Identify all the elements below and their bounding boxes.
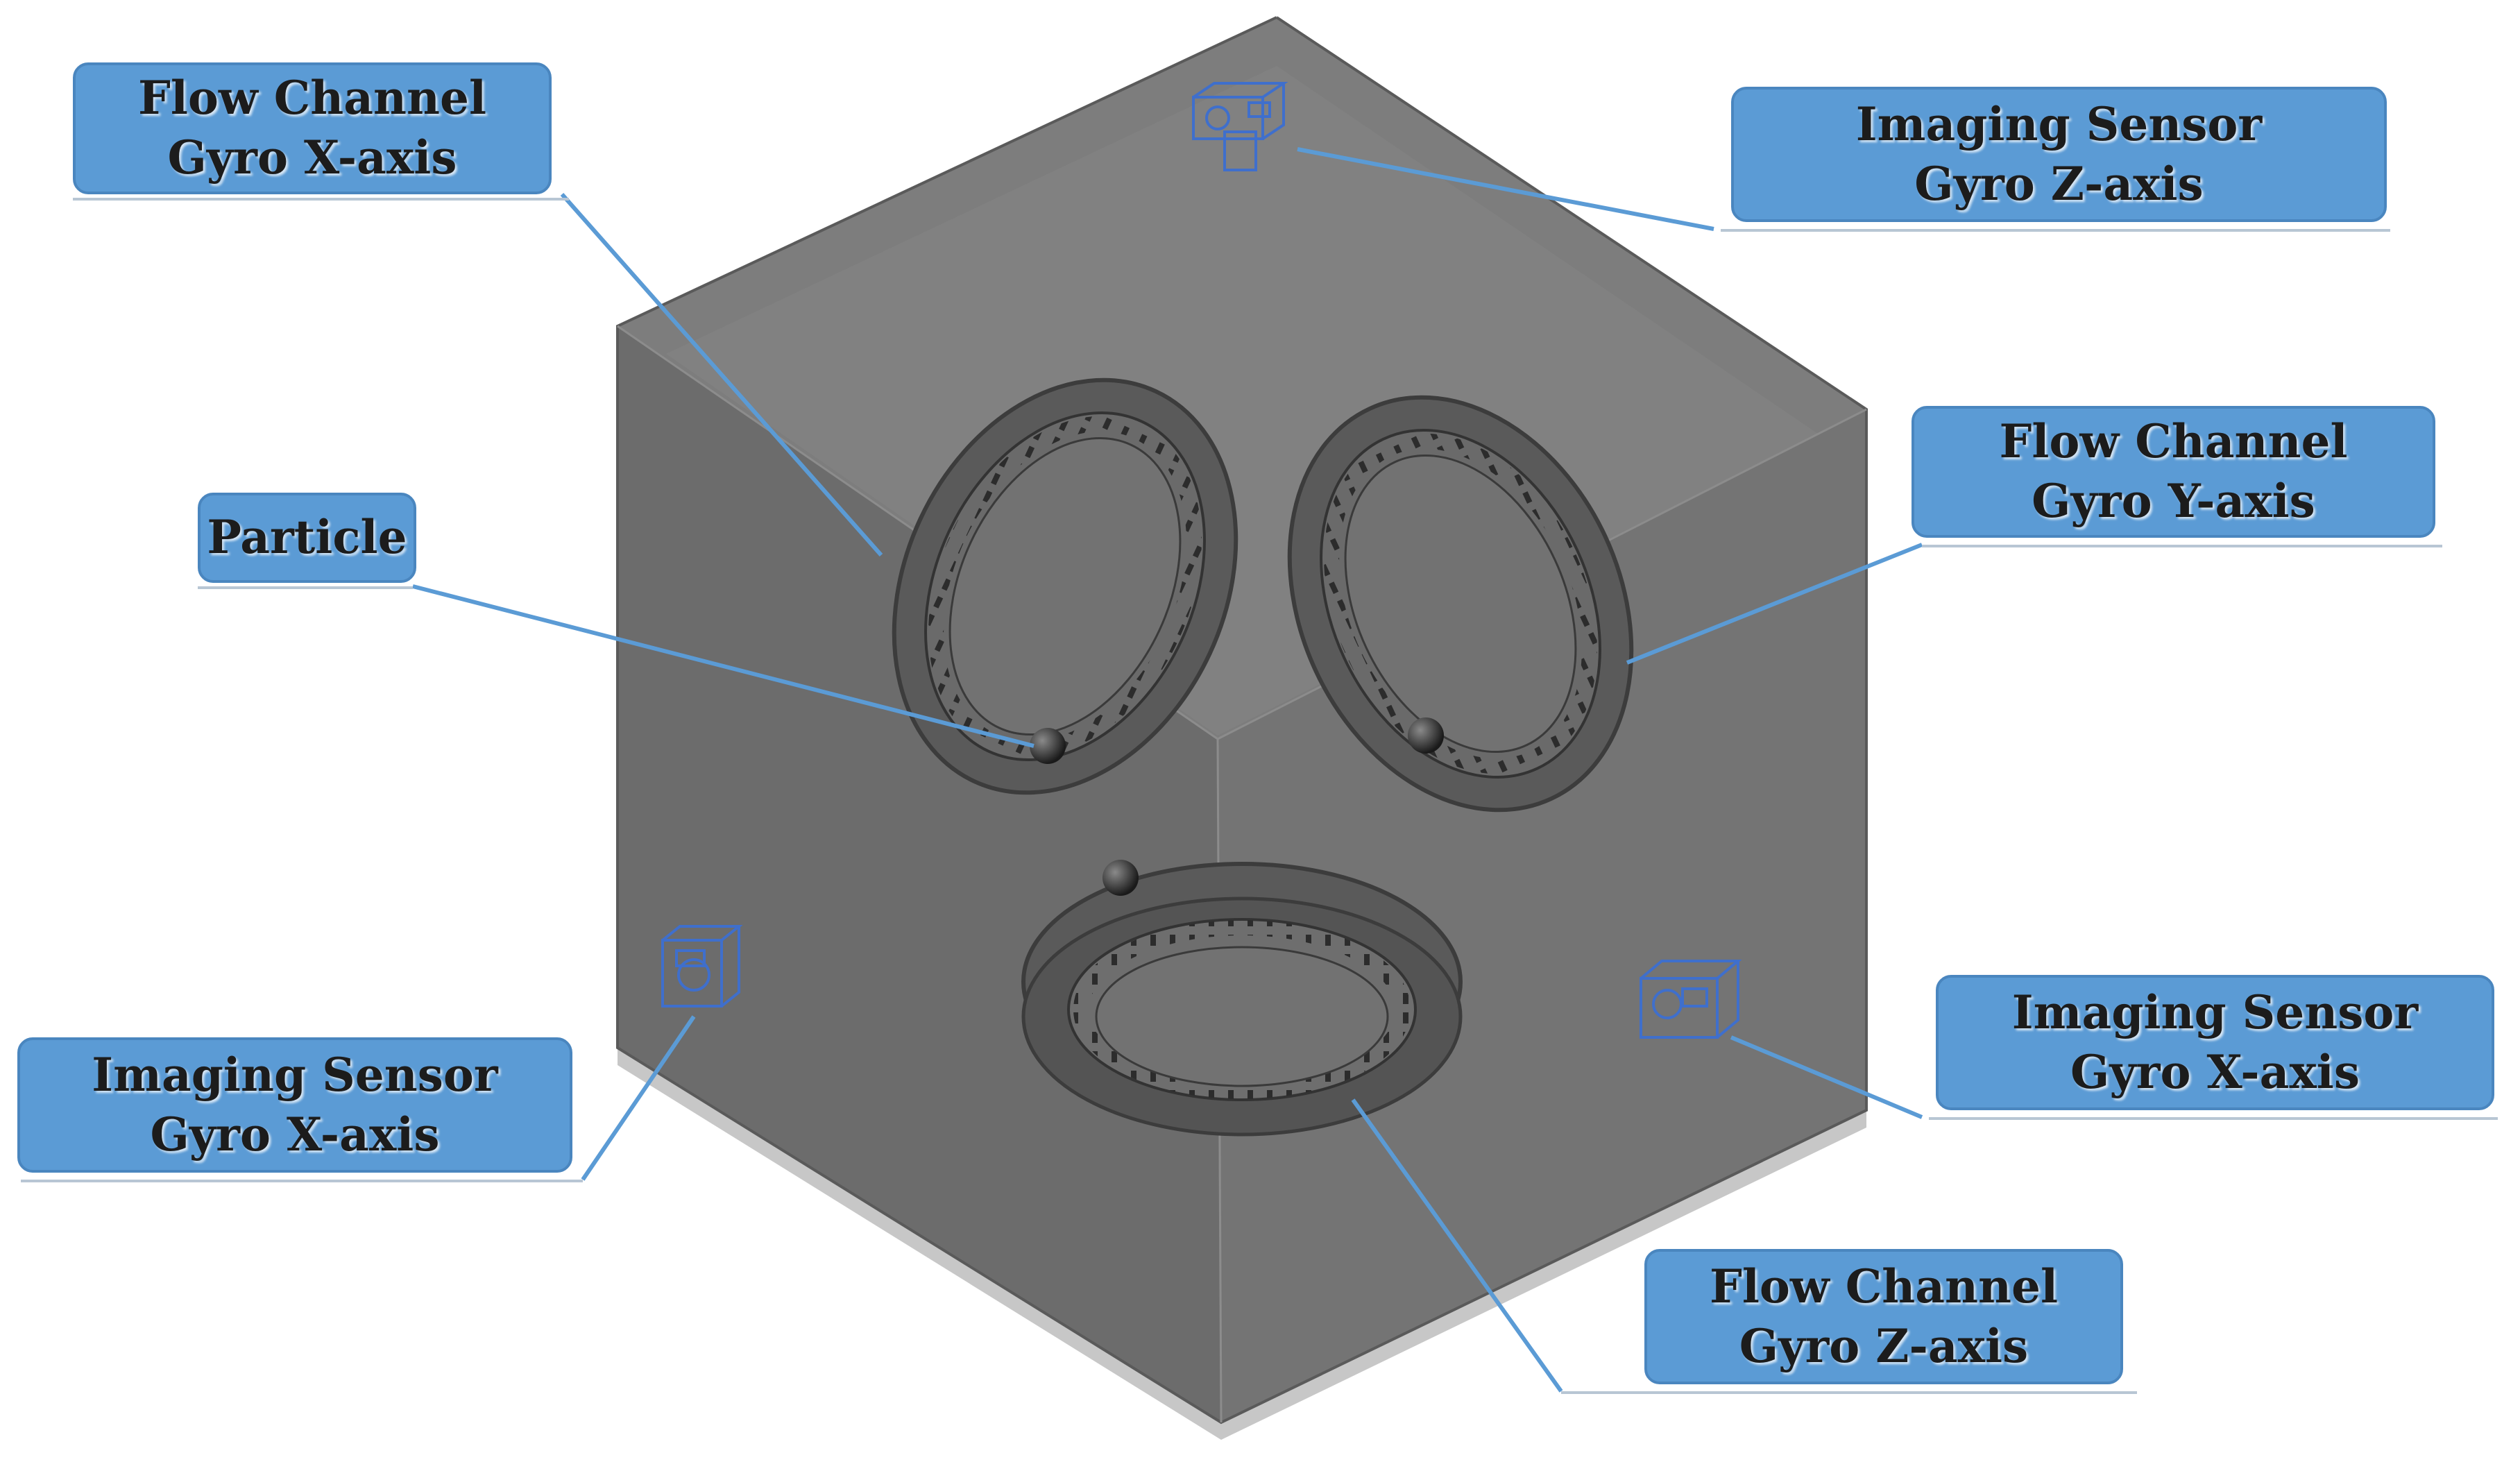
- callout-underline: [73, 198, 569, 201]
- callout-line-2: Gyro X-axis: [150, 1107, 440, 1162]
- callout-line-2: Gyro Y-axis: [2032, 474, 2315, 528]
- flow-channel-y-ring: [1287, 395, 1634, 813]
- particle-ball-z: [1102, 860, 1139, 896]
- callout-underline: [1561, 1391, 2137, 1394]
- callout-line-1: Imaging Sensor: [2011, 985, 2419, 1039]
- camera-icon: [1640, 960, 1742, 1039]
- camera-icon: [661, 925, 743, 1008]
- callout-underline: [1929, 1117, 2498, 1120]
- callout-flow-channel-z: Flow Channel Gyro Z-axis: [1644, 1249, 2123, 1384]
- cube: [616, 16, 1868, 1440]
- particle-ball-x: [1030, 728, 1066, 764]
- callout-imaging-sensor-z: Imaging Sensor Gyro Z-axis: [1731, 87, 2387, 222]
- callout-imaging-sensor-x-left: Imaging Sensor Gyro X-axis: [17, 1037, 572, 1173]
- callout-flow-channel-y: Flow Channel Gyro Y-axis: [1912, 406, 2435, 538]
- leader-line-flow-z: [1351, 1098, 1563, 1393]
- leader-line-flow-x: [560, 193, 883, 556]
- callout-line-1: Imaging Sensor: [1855, 96, 2263, 151]
- camera-icon: [1192, 82, 1288, 171]
- callout-underline: [21, 1180, 583, 1182]
- callout-line-2: Gyro Z-axis: [1739, 1318, 2029, 1373]
- callout-underline: [1922, 545, 2442, 547]
- callout-imaging-sensor-x-right: Imaging Sensor Gyro X-axis: [1936, 975, 2494, 1110]
- cube-left-face: [618, 326, 1221, 1422]
- callout-line-2: Gyro X-axis: [2070, 1044, 2360, 1099]
- leader-lines: [412, 147, 1923, 1393]
- callout-line-1: Flow Channel: [137, 71, 487, 126]
- callout-underline: [198, 586, 413, 589]
- callout-line-1: Flow Channel: [1999, 414, 2348, 469]
- callout-flow-channel-x: Flow Channel Gyro X-axis: [73, 62, 552, 194]
- cube-base-shadow: [618, 1048, 1866, 1440]
- callout-line-1: Flow Channel: [1709, 1259, 2059, 1314]
- leader-line-sensor-x-right: [1730, 1035, 1923, 1119]
- flow-channel-x-ring: [892, 377, 1238, 795]
- flow-channel-z-ring: [1021, 862, 1463, 1137]
- callout-line-2: Gyro Z-axis: [1914, 156, 2204, 211]
- callout-text: Particle: [207, 510, 407, 565]
- leader-line-flow-y: [1626, 543, 1923, 665]
- callout-particle: Particle: [198, 493, 416, 583]
- callout-underline: [1721, 229, 2390, 232]
- leader-line-sensor-x-left: [581, 1015, 696, 1181]
- callout-line-2: Gyro X-axis: [167, 130, 457, 185]
- callout-line-1: Imaging Sensor: [92, 1047, 498, 1102]
- leader-line-particle: [412, 584, 1035, 748]
- particle-ball-y: [1408, 717, 1444, 754]
- leader-line-sensor-z: [1297, 147, 1714, 231]
